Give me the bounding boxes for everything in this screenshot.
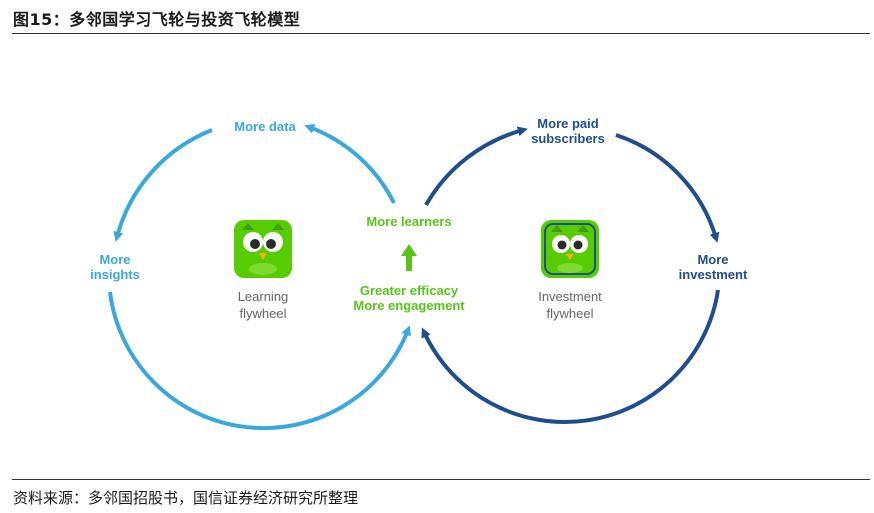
label-learning-flywheel-line2: flywheel [239,306,287,321]
label-learning-flywheel-line1: Learning [237,289,289,304]
learning-arrow-learners-to-data [304,124,396,204]
label-more-investment-line2: investment [678,267,748,282]
label-more-insights-line1: More [99,252,131,267]
label-more-engagement-line: More engagement [353,298,465,313]
label-more-paid-subscribers-line1: More paid [537,116,599,131]
arrow-up-icon [401,244,417,271]
learning-arrow-insights-to-engagement [108,291,411,431]
bottom-rule [12,479,870,480]
label-more-paid-subscribers-line2: subscribers [531,131,605,146]
label-investment-flywheel-line1: Investment [538,289,602,304]
top-rule [12,33,870,34]
label-greater-efficacy-line1: Greater efficacy [359,283,459,298]
figure-source: 资料来源：多邻国招股书，国信证券经济研究所整理 [13,489,359,507]
label-more-data: More data [234,119,296,134]
label-more-insights-line2: insights [90,267,140,282]
label-investment-flywheel: Investment flywheel [518,288,622,322]
figure-title: 图15：多邻国学习飞轮与投资飞轮模型 [13,10,301,29]
label-greater-efficacy: Greater efficacy More engagement [339,283,479,313]
investment-arrow-learners-to-subscribers [424,126,528,206]
label-investment-flywheel-line2: flywheel [546,306,594,321]
owl-icon [541,220,599,278]
label-more-insights: More insights [70,252,160,282]
label-more-investment: More investment [668,252,758,282]
label-more-learners: More learners [366,214,452,229]
label-more-investment-line1: More [697,252,729,267]
learning-arrow-data-to-insights [113,128,213,242]
label-more-paid-subscribers: More paid subscribers [513,116,623,146]
label-learning-flywheel: Learning flywheel [213,288,313,322]
owl-icon [234,220,292,278]
investment-arrow-investment-to-engagement [421,289,720,424]
investment-arrow-subscribers-to-investment [615,133,720,243]
